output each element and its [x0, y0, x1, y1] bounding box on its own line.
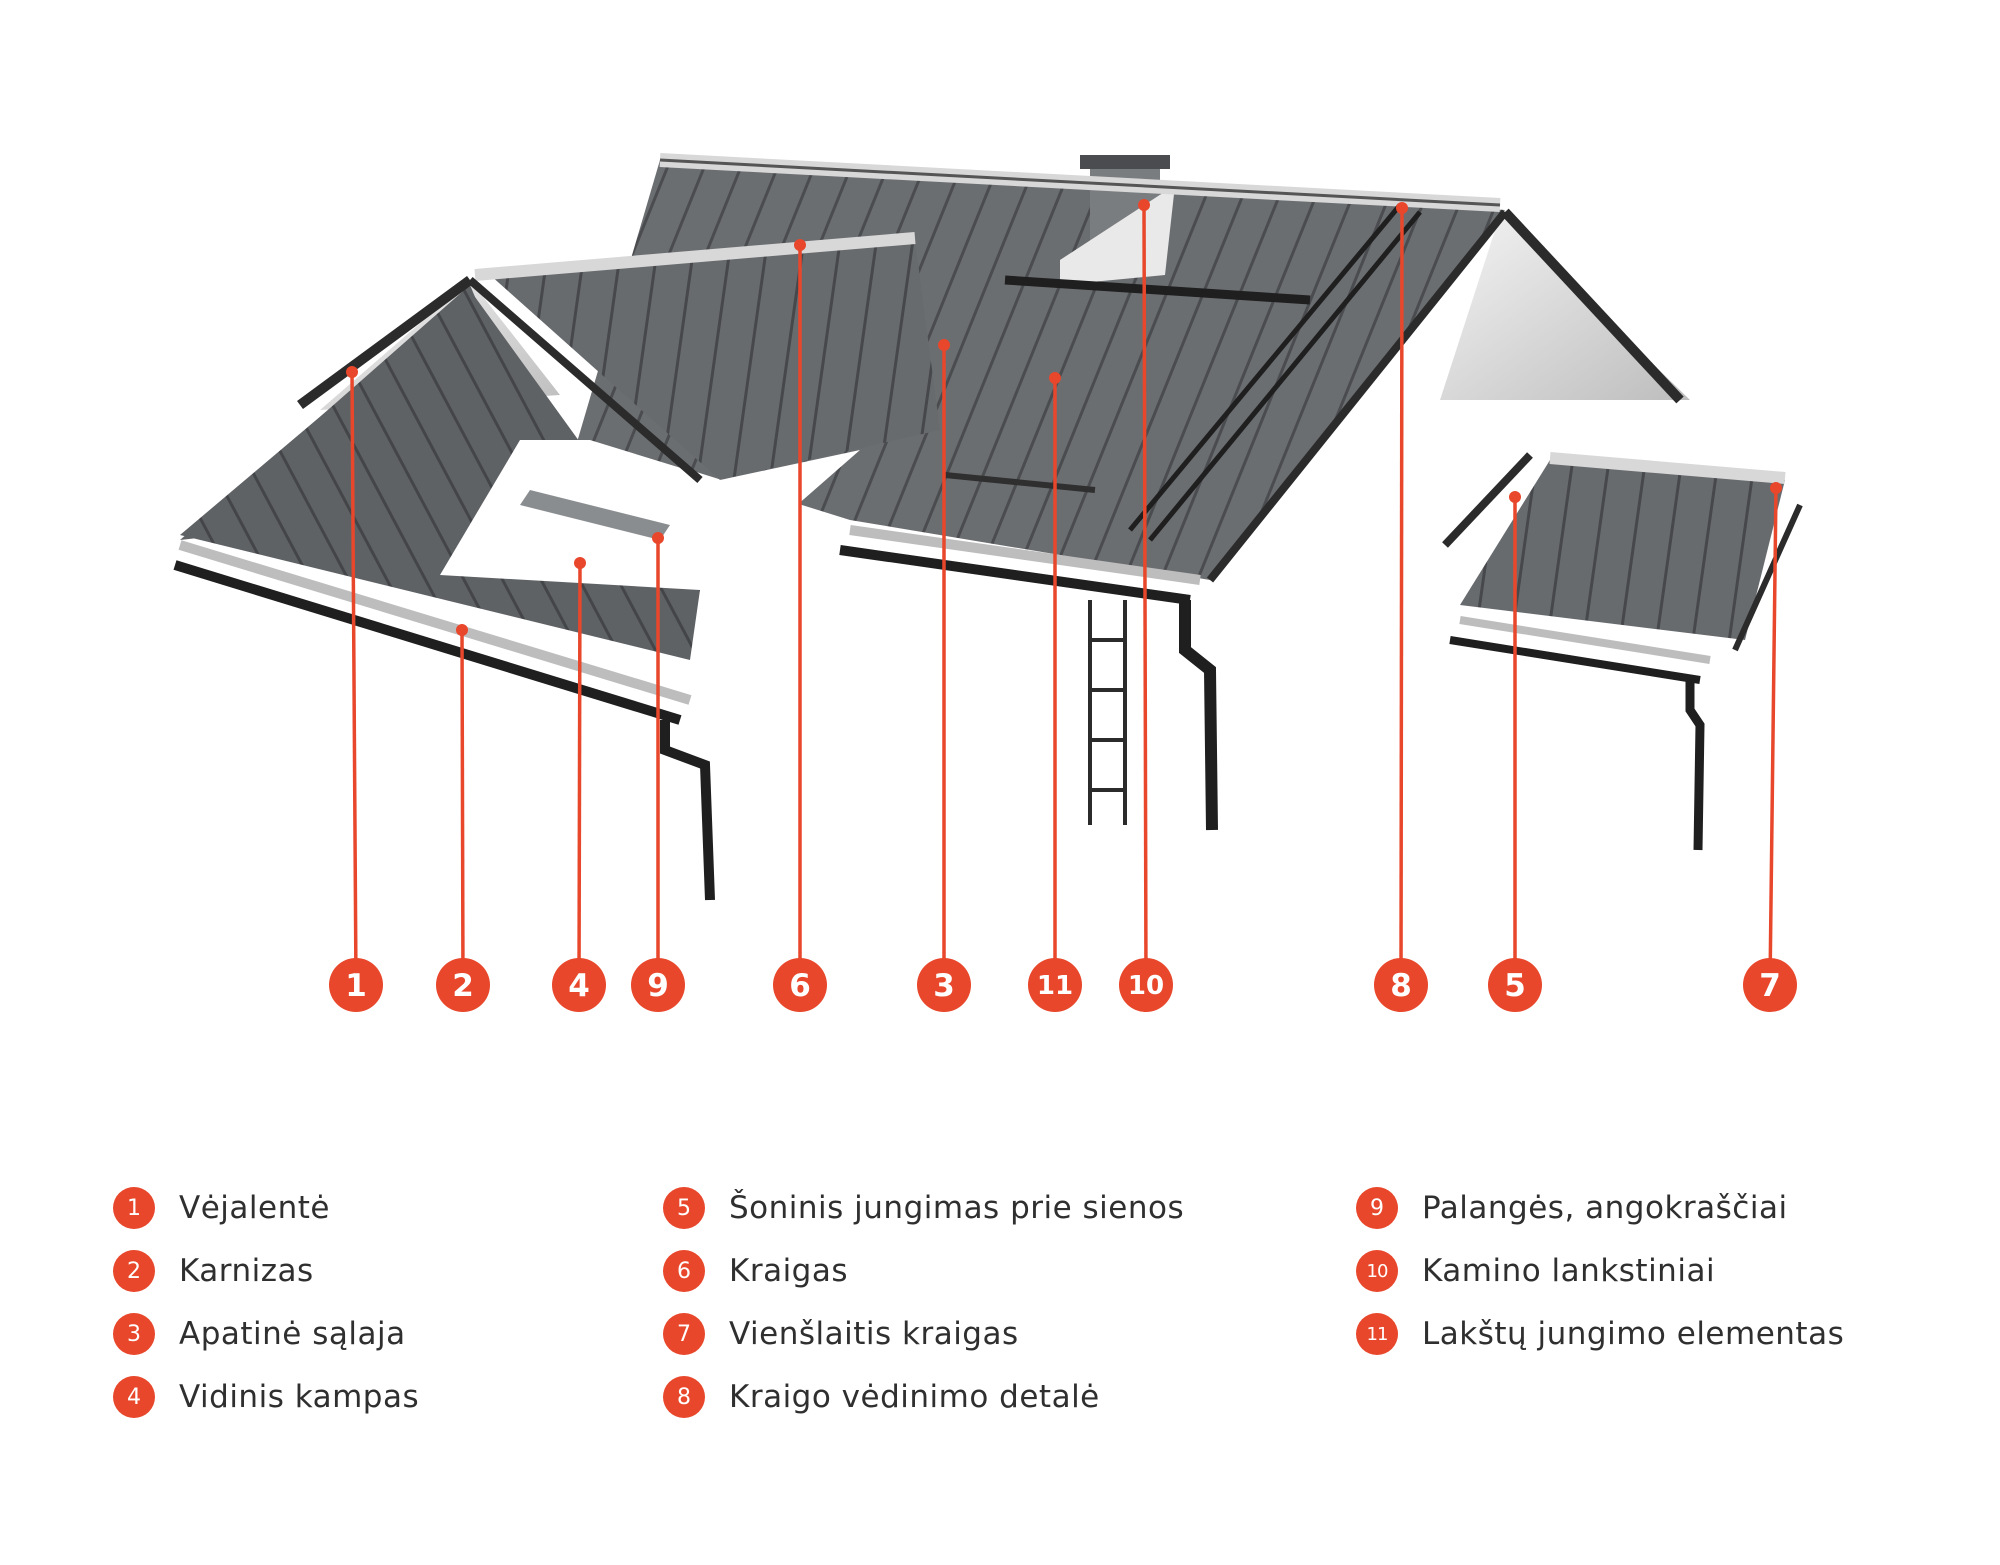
legend-label: Lakštų jungimo elementas: [1422, 1316, 1845, 1352]
legend-item-8: 8 Kraigo vėdinimo detalė: [663, 1373, 1100, 1421]
svg-text:9: 9: [647, 968, 669, 1004]
legend-badge: 3: [113, 1313, 155, 1355]
svg-text:1: 1: [345, 968, 367, 1004]
legend-label: Kraigo vėdinimo detalė: [729, 1379, 1100, 1415]
legend-item-5: 5 Šoninis jungimas prie sienos: [663, 1184, 1184, 1232]
legend-label: Palangės, angokraščiai: [1422, 1190, 1788, 1226]
left-eave-gutter: [173, 560, 682, 725]
callout-badge-1: 1: [329, 958, 383, 1012]
lean-to-slope: [1460, 460, 1785, 640]
callout-badge-2: 2: [436, 958, 490, 1012]
dormer-ridge: [474, 232, 916, 281]
legend-badge: 5: [663, 1187, 705, 1229]
callout-badge-11: 11: [1028, 958, 1082, 1012]
svg-text:5: 5: [1504, 968, 1526, 1004]
callout-badge-8: 8: [1374, 958, 1428, 1012]
legend-item-7: 7 Vienšlaitis kraigas: [663, 1310, 1019, 1358]
callout-2-line: [460, 629, 465, 986]
callout-7-line: [1768, 487, 1778, 986]
legend-label: Vėjalentė: [179, 1190, 330, 1226]
callouts: [350, 204, 1778, 986]
callout-badge-10: 10: [1119, 958, 1173, 1012]
callout-badge-9: 9: [631, 958, 685, 1012]
front-eave-gutter: [839, 545, 1191, 605]
roof-ladder: [1128, 203, 1422, 542]
legend-badge: 10: [1356, 1250, 1398, 1292]
callout-badge-3: 3: [917, 958, 971, 1012]
lean-to-side-edge: [1732, 503, 1803, 652]
legend-item-1: 1 Vėjalentė: [113, 1184, 330, 1232]
callout-1-line: [350, 371, 358, 986]
callout-badge-4: 4: [552, 958, 606, 1012]
legend-item-4: 4 Vidinis kampas: [113, 1373, 419, 1421]
legend-item-9: 9 Palangės, angokraščiai: [1356, 1184, 1788, 1232]
svg-text:11: 11: [1037, 971, 1073, 1001]
callout-dots: [346, 199, 1782, 636]
legend-label: Vidinis kampas: [179, 1379, 420, 1415]
legend-badge: 11: [1356, 1313, 1398, 1355]
callout-10-line: [1142, 204, 1148, 986]
right-edge: [1206, 209, 1509, 583]
dormer-roof: [490, 240, 940, 480]
callout-badge-5: 5: [1488, 958, 1542, 1012]
legend-item-2: 2 Karnizas: [113, 1247, 314, 1295]
lean-to-downpipe: [1685, 680, 1705, 851]
legend-item-11: 11 Lakštų jungimo elementas: [1356, 1310, 1844, 1358]
wall-ladder: [1088, 600, 1127, 825]
downpipe-right: [1179, 600, 1218, 831]
lean-to-gutter: [1449, 636, 1701, 684]
lean-to-roof: [1442, 452, 1803, 851]
legend-label: Apatinė sąlaja: [179, 1316, 406, 1352]
svg-text:6: 6: [789, 968, 811, 1004]
legend-label: Šoninis jungimas prie sienos: [729, 1190, 1185, 1226]
legend-label: Kraigas: [729, 1253, 849, 1289]
legend-label: Kamino lankstiniai: [1422, 1253, 1716, 1289]
chimney-cap: [1080, 155, 1170, 169]
svg-text:10: 10: [1128, 971, 1164, 1001]
legend-badge: 4: [113, 1376, 155, 1418]
snow-guard-upper: [1004, 275, 1311, 305]
legend-badge: 7: [663, 1313, 705, 1355]
roof-diagram: 1 2 4 9 6 3 11 10: [173, 153, 1803, 1012]
roof-opening: [440, 440, 860, 590]
main-roof: [173, 153, 1690, 901]
left-barge-board-2: [467, 276, 703, 484]
legend-badge: 9: [1356, 1187, 1398, 1229]
svg-text:2: 2: [452, 968, 474, 1004]
legend-badge: 2: [113, 1250, 155, 1292]
svg-text:4: 4: [568, 968, 590, 1004]
legend-badge: 1: [113, 1187, 155, 1229]
right-gable-wall: [1440, 215, 1690, 400]
callout-4-line: [577, 562, 582, 986]
svg-text:8: 8: [1390, 968, 1412, 1004]
window-sill-flashing: [520, 490, 670, 540]
downpipe-left: [660, 720, 715, 901]
legend-label: Karnizas: [179, 1253, 314, 1289]
lean-to-ridge: [1549, 452, 1786, 484]
callout-8-line: [1399, 207, 1404, 986]
callout-badges: 1 2 4 9 6 3 11 10: [329, 958, 1797, 1012]
legend-item-3: 3 Apatinė sąlaja: [113, 1310, 406, 1358]
legend-badge: 6: [663, 1250, 705, 1292]
legend-badge: 8: [663, 1376, 705, 1418]
snow-guard-lower: [944, 472, 1096, 493]
left-barge-board: [297, 275, 473, 410]
legend-label: Vienšlaitis kraigas: [729, 1316, 1019, 1352]
lean-to-wall-flashing: [1442, 452, 1533, 548]
legend-item-6: 6 Kraigas: [663, 1247, 848, 1295]
legend-item-10: 10 Kamino lankstiniai: [1356, 1247, 1715, 1295]
right-barge-board: [1501, 208, 1684, 404]
svg-text:3: 3: [933, 968, 955, 1004]
callout-badge-6: 6: [773, 958, 827, 1012]
callout-badge-7: 7: [1743, 958, 1797, 1012]
svg-text:7: 7: [1759, 968, 1781, 1004]
